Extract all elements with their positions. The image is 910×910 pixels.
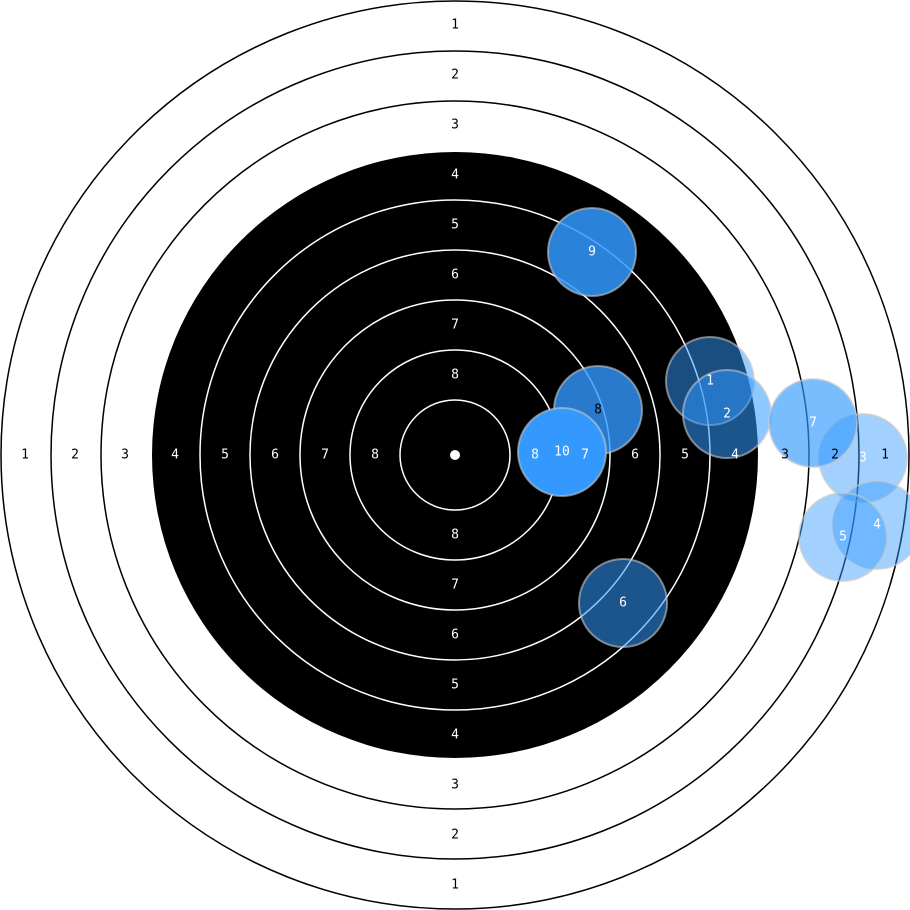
shot-marker[interactable]: [578, 558, 668, 648]
shot-circle: [798, 492, 888, 582]
shot-marker[interactable]: [682, 369, 772, 459]
center-dot: [450, 450, 460, 460]
shots: [517, 207, 910, 648]
shot-marker[interactable]: [832, 480, 910, 570]
ring-7: [299, 299, 611, 611]
shot-marker[interactable]: [768, 378, 858, 468]
shot-circle: [768, 378, 858, 468]
ring-9: [399, 399, 511, 511]
shot-circle: [832, 480, 910, 570]
shot-circle: [578, 558, 668, 648]
shot-marker[interactable]: [517, 407, 607, 497]
shot-circle: [682, 369, 772, 459]
ring-6: [249, 249, 661, 661]
shot-circle: [547, 207, 637, 297]
shot-circle: [517, 407, 607, 497]
shot-marker[interactable]: [798, 492, 888, 582]
shot-marker[interactable]: [547, 207, 637, 297]
